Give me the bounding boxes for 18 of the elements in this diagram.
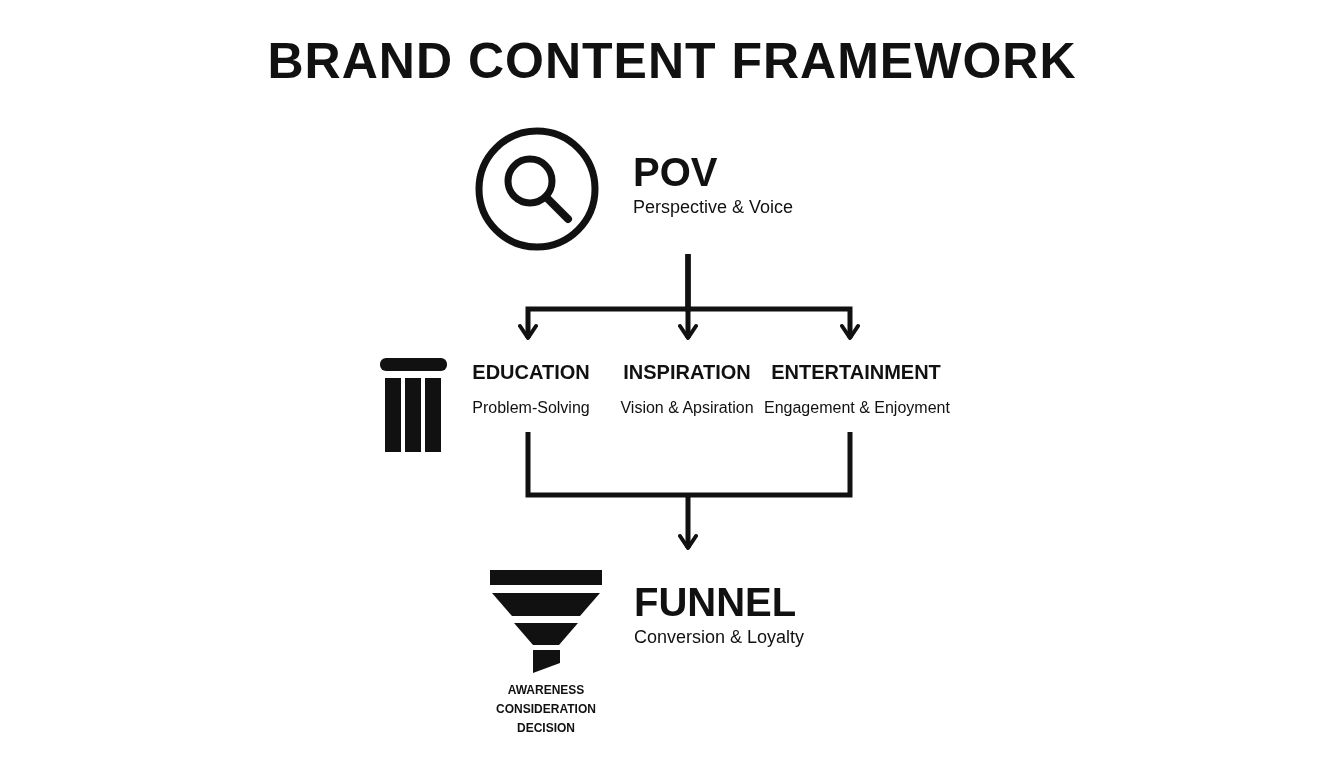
subtitle: Conversion & Loyalty (634, 626, 805, 648)
pillar-heading: ENTERTAINMENT (771, 360, 941, 384)
stage-label: CONSIDERATION (496, 702, 596, 716)
subtitle: Vision & Apsiration (620, 398, 754, 418)
subtitle: Perspective & Voice (633, 196, 794, 218)
heading: FUNNEL (634, 580, 797, 624)
heading: POV (633, 150, 718, 194)
pillar-heading: EDUCATION (472, 360, 590, 384)
connector-line (525, 432, 688, 498)
arrow (685, 254, 860, 340)
stage-label: DECISION (517, 721, 575, 735)
stage-label: AWARENESS (507, 683, 585, 697)
connector-line (688, 432, 853, 498)
title: BRAND CONTENT FRAMEWORK (266, 32, 1078, 90)
subtitle: Problem-Solving (472, 398, 590, 418)
pillar-heading: INSPIRATION (623, 360, 751, 384)
subtitle: Engagement & Enjoyment (764, 398, 950, 418)
arrow (678, 495, 698, 550)
